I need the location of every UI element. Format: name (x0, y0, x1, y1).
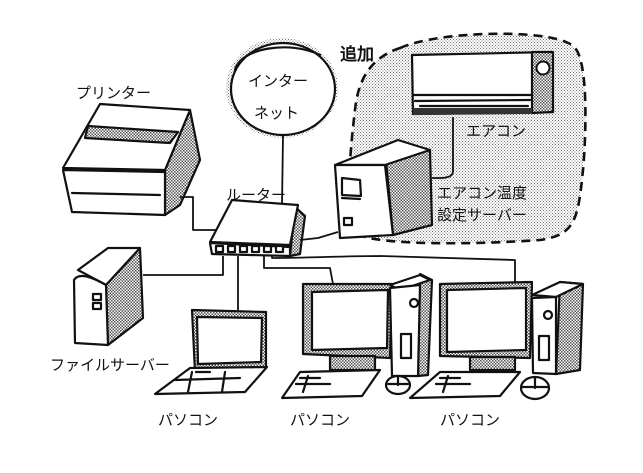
ac-server-label-line1: エアコン温度 (437, 184, 527, 202)
air-conditioner-label: エアコン (466, 122, 526, 140)
router-ports (214, 244, 285, 254)
router-port (274, 244, 285, 254)
router-label: ルーター (226, 186, 286, 204)
internet: インター ネット (226, 38, 338, 138)
wire-router-desktop2 (271, 255, 516, 284)
laptop-label: パソコン (158, 411, 218, 429)
desktop-pc-2-label: パソコン (440, 411, 500, 429)
wire-router-acserver (299, 231, 339, 241)
desktop-pc-1-label: パソコン (290, 411, 350, 429)
router: ルーター (208, 186, 307, 258)
internet-label-line2: ネット (254, 104, 299, 122)
router-port (250, 244, 261, 254)
wire-router-fileserver (143, 256, 224, 276)
router-port (238, 244, 249, 254)
internet-label-line1: インター (248, 72, 308, 90)
added-label: 追加 (340, 44, 374, 65)
wire-acserver-ac (432, 117, 454, 179)
desktop-pc-1: パソコン (280, 272, 434, 429)
router-port (214, 244, 225, 254)
file-server-label: ファイルサーバー (50, 356, 170, 374)
ac-server-label-line2: 設定サーバー (437, 206, 527, 224)
wire-printer-router (180, 196, 218, 231)
file-server: ファイルサーバー (50, 246, 170, 374)
laptop: パソコン (153, 308, 269, 429)
air-conditioner: エアコン (410, 50, 555, 140)
wire-router-desktop1 (263, 256, 334, 285)
wire-internet-router (281, 134, 284, 206)
printer-label: プリンター (76, 84, 151, 102)
router-port (262, 244, 273, 254)
printer: プリンター (61, 84, 202, 217)
router-port (226, 244, 237, 254)
desktop-pc-2: パソコン (408, 280, 585, 429)
ac-server: エアコン温度 設定サーバー (333, 138, 527, 240)
